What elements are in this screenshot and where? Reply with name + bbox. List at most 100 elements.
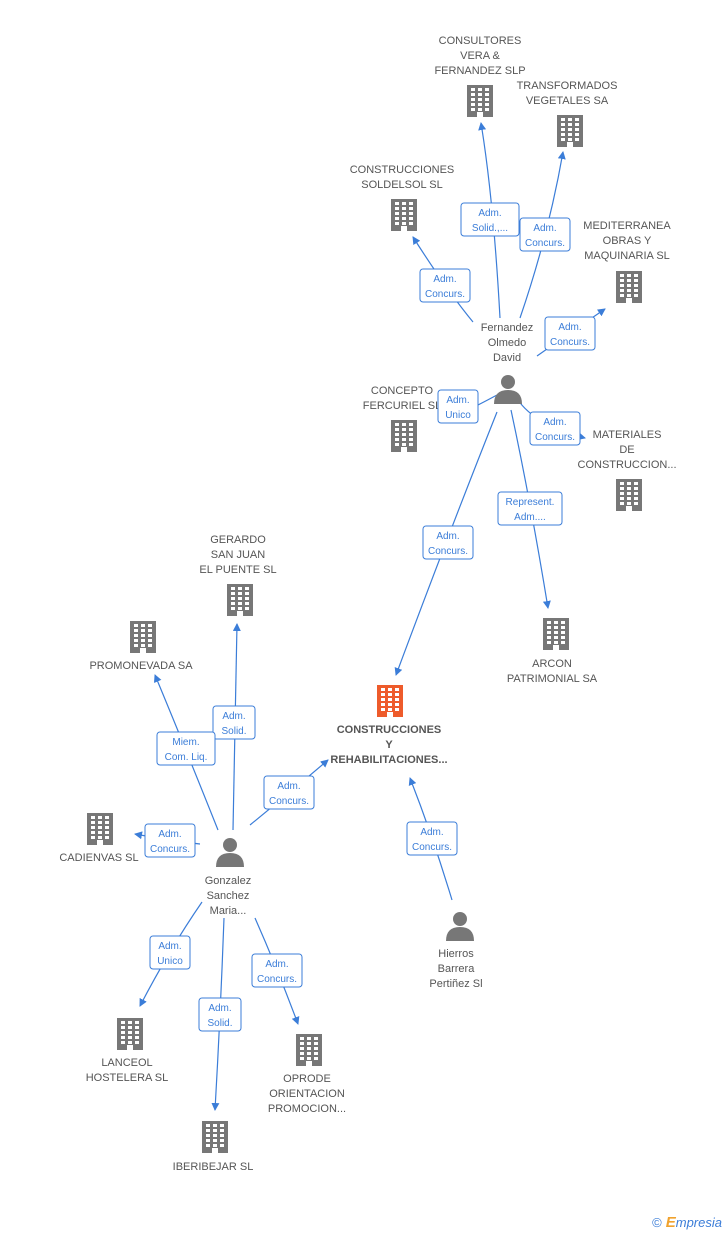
edge-label-gonzalez-to-cadienvas[interactable]: Adm. Concurs. [144,823,196,858]
edge-label-fernandez-to-main[interactable]: Adm.Concurs. [422,525,474,560]
building-icon [391,420,417,452]
edge-label-line: Unico [157,956,183,967]
edge-label-line: Adm. [478,208,501,219]
building-icon [377,685,403,717]
edge-label-hierros-to-main[interactable]: Adm. Concurs. [406,821,458,856]
edge-label-gonzalez-to-gerardo[interactable]: Adm. Solid. [212,705,256,740]
edge-label-gonzalez-to-iberibejar[interactable]: Adm. Solid. [198,997,242,1032]
edge-label-line: Com. Liq. [165,752,208,763]
node-label-line: Barrera [438,963,476,975]
edge-label-line: Solid. [221,726,246,737]
node-label-line: REHABILITACIONES... [330,754,447,766]
edge-label-line: Adm. [558,322,581,333]
node-iberibejar[interactable]: IBERIBEJAR SL [173,1121,254,1173]
node-label-line: Hierros [438,948,474,960]
edge-label-fernandez-to-soldelsol[interactable]: Adm. Concurs. [419,268,471,303]
footer-brand: ©Empresia [652,1214,722,1231]
node-label-line: MAQUINARIA SL [584,250,670,262]
node-promonevada[interactable]: PROMONEVADA SA [89,621,193,672]
edge-label-gonzalez-to-main[interactable]: Adm.Concurs. [263,775,315,810]
edge-label-line: Solid. [207,1018,232,1029]
building-icon [130,621,156,653]
edge-label-line: Solid.,... [472,223,508,234]
edge-label-line: Adm. [433,274,456,285]
node-gonzalez[interactable]: GonzalezSanchezMaria... [205,838,251,917]
node-label-line: PROMOCION... [268,1103,346,1115]
building-icon [391,199,417,231]
edge-label-gonzalez-to-lanceol[interactable]: Adm. Unico [149,935,191,970]
edge-label-line: Adm. [158,941,181,952]
node-materiales[interactable]: MATERIALESDECONSTRUCCION... [578,429,677,511]
node-label-line: Fernandez [481,322,534,334]
edge-label-line: Adm. [420,827,443,838]
edge-label-line: Concurs. [525,238,565,249]
node-label-line: Y [385,739,393,751]
node-label-line: OPRODE [283,1073,331,1085]
edge-label-line: Adm.... [514,512,546,523]
person-icon [216,838,244,867]
edge-label-line: Adm. [208,1003,231,1014]
edge-label-line: Adm. [543,417,566,428]
node-label-line: CONSTRUCCIONES [350,164,455,176]
building-icon [227,584,253,616]
node-lanceol[interactable]: LANCEOL HOSTELERA SL [86,1018,169,1084]
node-label-line: CONSTRUCCION... [578,459,677,471]
edge-label-fernandez-to-materiales[interactable]: Adm. Concurs. [529,411,581,446]
edge-label-fernandez-to-consultores[interactable]: Adm. Solid.,... [460,202,520,237]
person-icon [446,912,474,941]
edge-label-line: Adm. [222,711,245,722]
edge-label-line: Unico [445,410,471,421]
building-icon [296,1034,322,1066]
edge-label-fernandez-to-transformados[interactable]: Adm. Concurs. [519,217,571,252]
node-label-line: IBERIBEJAR SL [173,1161,254,1173]
edge-label-line: Concurs. [150,844,190,855]
building-icon [543,618,569,650]
brand-name: mpresia [675,1215,722,1230]
node-label-line: Pertiñez Sl [429,978,482,990]
edge-label-line: Adm. [277,781,300,792]
edge-label-line: Adm. [158,829,181,840]
node-label-line: LANCEOL [101,1057,152,1069]
edge-label-line: Concurs. [550,337,590,348]
edge-label-gonzalez-to-oprode[interactable]: Adm.Concurs. [251,953,303,988]
edge-label-line: Concurs. [425,289,465,300]
node-label-line: SAN JUAN [211,549,265,561]
node-label-line: FERCURIEL SL [363,400,441,412]
node-label-line: OBRAS Y [603,235,652,247]
edge-label-line: Concurs. [412,842,452,853]
edge-label-fernandez-to-mediterranea[interactable]: Adm. Concurs. [544,316,596,351]
node-label-line: MATERIALES [593,429,662,441]
edge-label-fernandez-to-concepto[interactable]: Adm. Unico [437,389,479,424]
node-label-line: David [493,352,521,364]
node-label-line: Gonzalez [205,875,251,887]
edge-label-line: Concurs. [257,974,297,985]
node-cadienvas[interactable]: CADIENVAS SL [59,813,139,864]
edge-label-line: Adm. [446,395,469,406]
node-label-line: Maria... [210,905,247,917]
building-icon [467,85,493,117]
node-label-line: ORIENTACION [269,1088,345,1100]
building-icon [557,115,583,147]
edge-label-fernandez-to-arcon[interactable]: Represent.Adm.... [497,491,563,526]
building-icon [87,813,113,845]
node-label-line: ARCON [532,658,572,670]
edge-label-line: Adm. [533,223,556,234]
node-main[interactable]: CONSTRUCCIONESYREHABILITACIONES... [330,685,448,766]
node-oprode[interactable]: OPRODE ORIENTACION PROMOCION... [268,1034,346,1115]
node-label-line: HOSTELERA SL [86,1072,169,1084]
edge-label-line: Concurs. [428,546,468,557]
node-label-line: PROMONEVADA SA [89,660,193,672]
edge-label-gonzalez-to-promonevada[interactable]: Miem.Com. Liq. [156,731,216,766]
node-label-line: VEGETALES SA [526,95,609,107]
edge-label-line: Concurs. [535,432,575,443]
